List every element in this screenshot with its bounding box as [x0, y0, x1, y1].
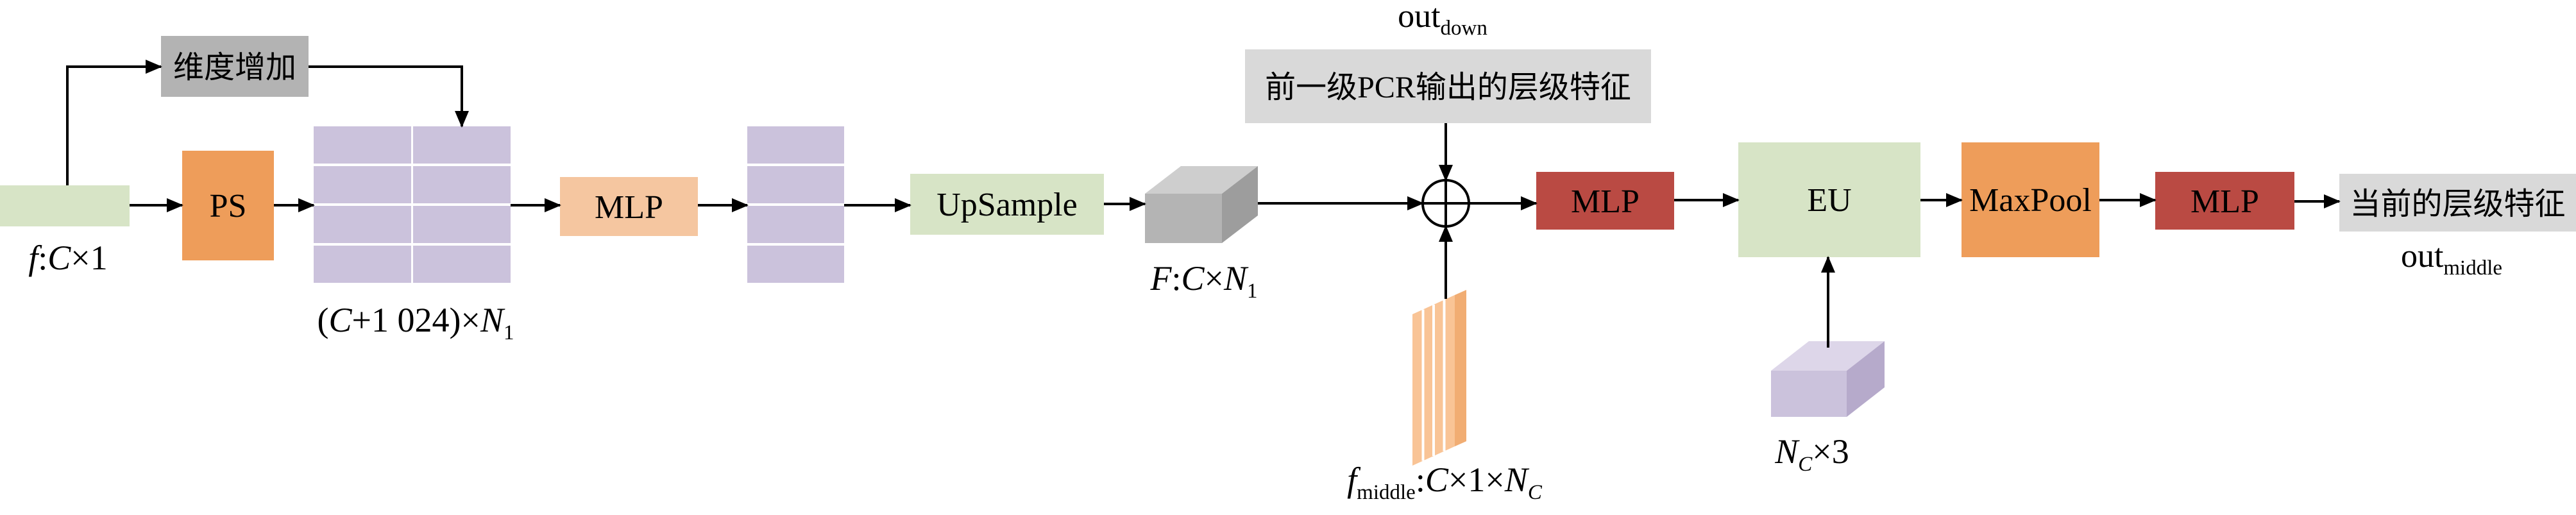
middle-label-times: ×1× [1448, 460, 1505, 499]
concat-label-n: N [480, 301, 505, 339]
eu-node: EU [1738, 142, 1920, 257]
middle-label-c: C [1425, 460, 1449, 499]
upsample-node: UpSample [910, 174, 1104, 235]
upsample-box [910, 174, 1104, 235]
mlp-output-row [747, 206, 844, 243]
upsampled-label-n-sub: 1 [1247, 280, 1258, 303]
concat-label-mid: +1 024)× [352, 301, 480, 339]
upsampled-label-c: C [1181, 259, 1205, 298]
nc3-feature-label: NC×3 [1774, 432, 1849, 476]
nc3-feature-block [1771, 341, 1885, 417]
ps-node: PS [182, 151, 274, 260]
concat-grid-cell [413, 246, 511, 283]
nc3-label-n-sub: C [1798, 453, 1813, 476]
concat-grid-cell [413, 206, 511, 243]
concat-grid-cell [314, 126, 411, 164]
middle-feature-label: fmiddle:C×1×NC [1347, 460, 1543, 504]
upsampled-label-f: F [1149, 259, 1172, 298]
nc3-label-rest: ×3 [1812, 432, 1849, 471]
upsampled-block-side [1222, 166, 1258, 243]
mlp-2-label: MLP [1571, 183, 1640, 220]
mlp-1-label: MLP [595, 189, 663, 226]
current-level-feature-node: 当前的层级特征 [2339, 174, 2576, 232]
arrow-input-to-dimension-increase [66, 60, 162, 185]
middle-label-n-sub: C [1528, 481, 1543, 504]
concat-label-n-sub: 1 [504, 321, 514, 344]
concat-feature-label: (C+1 024)×N1 [318, 301, 514, 344]
concat-label-c: C [329, 301, 353, 339]
concat-grid-cell [314, 166, 411, 203]
upsampled-block-top [1145, 166, 1258, 194]
mlp-output-stack [747, 126, 844, 283]
nc3-block-side [1847, 341, 1885, 417]
upsampled-label-times: × [1205, 259, 1224, 298]
arrow-dimension-increase-to-grid [309, 65, 469, 128]
concat-grid-cell [413, 166, 511, 203]
mlp-2-node: MLP [1536, 172, 1674, 230]
out-middle-main: out [2401, 238, 2444, 274]
out-middle-label: outmiddle [2401, 238, 2502, 280]
previous-level-feature-node: 前一级PCR输出的层级特征 [1245, 49, 1651, 123]
middle-label-n: N [1504, 460, 1530, 499]
out-down-label: outdown [1398, 0, 1487, 40]
upsampled-block-front [1145, 194, 1222, 243]
concat-feature-grid [314, 126, 511, 283]
nc3-block-front [1771, 371, 1847, 417]
mlp-output-row [747, 166, 844, 203]
nc3-label-n: N [1774, 432, 1800, 471]
mlp-output-row [747, 126, 844, 164]
previous-level-feature-label: 前一级PCR输出的层级特征 [1265, 71, 1631, 105]
dimension-increase-node: 维度增加 [161, 36, 309, 97]
input-label-colon: : [38, 239, 47, 277]
dimension-increase-label: 维度增加 [173, 51, 296, 85]
concat-grid-cell [314, 246, 411, 283]
eu-label: EU [1807, 182, 1851, 219]
ps-label: PS [210, 188, 247, 224]
mlp-3-label: MLP [2190, 183, 2259, 220]
middle-feature-block [1412, 290, 1466, 466]
mlp-1-box [560, 177, 698, 236]
input-label-rest: ×1 [71, 239, 107, 277]
mlp-3-box [2155, 172, 2294, 230]
maxpool-node: MaxPool [1962, 142, 2099, 257]
out-down-sub: down [1441, 17, 1487, 40]
out-middle-sub: middle [2443, 257, 2502, 280]
upsampled-feature-label: F:C×N1 [1149, 259, 1257, 303]
concat-grid-cell [314, 206, 411, 243]
mlp-2-box [1536, 172, 1674, 230]
concat-grid-cell [413, 126, 511, 164]
middle-label-f-sub: middle [1357, 481, 1416, 504]
current-level-feature-box [2339, 174, 2576, 232]
mlp-1-node: MLP [560, 177, 698, 236]
current-level-feature-label: 当前的层级特征 [2350, 187, 2565, 221]
maxpool-label: MaxPool [1969, 182, 2092, 219]
concat-label-open: ( [318, 301, 329, 339]
maxpool-box [1962, 142, 2099, 257]
middle-label-colon: : [1416, 460, 1425, 499]
upsampled-label-n: N [1223, 259, 1249, 298]
out-down-main: out [1398, 0, 1441, 35]
dimension-increase-box [161, 36, 309, 97]
eu-box [1738, 142, 1920, 257]
middle-block-side [1455, 290, 1466, 446]
elementwise-sum-operator [1421, 179, 1470, 228]
mlp-3-node: MLP [2155, 172, 2294, 230]
previous-level-feature-box [1245, 49, 1651, 123]
upsampled-label-colon: : [1171, 259, 1181, 298]
ps-box [182, 151, 274, 260]
upsampled-feature-block [1145, 166, 1258, 243]
mlp-output-row [747, 246, 844, 283]
input-label-dim: C [47, 239, 71, 277]
input-feature-label: f:C×1 [28, 239, 108, 277]
input-feature-bar [0, 185, 130, 226]
upsample-label: UpSample [936, 187, 1078, 223]
